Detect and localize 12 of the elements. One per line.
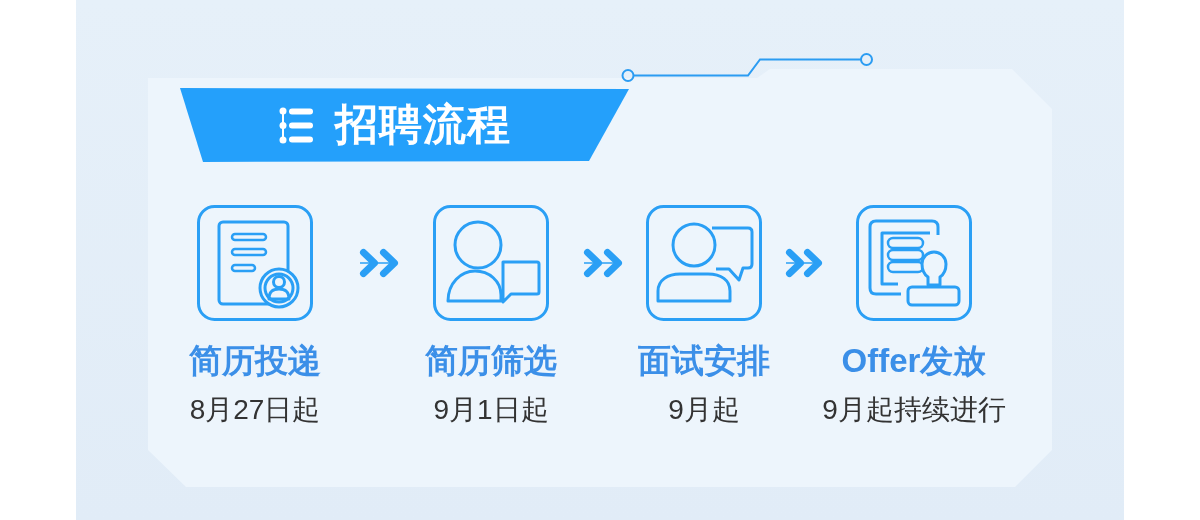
step-date: 8月27日起 bbox=[189, 393, 321, 427]
step-title: 简历筛选 bbox=[425, 341, 557, 381]
double-chevron-arrow bbox=[359, 248, 399, 278]
step-title: 面试安排 bbox=[638, 341, 770, 381]
double-chevron-arrow bbox=[583, 248, 623, 278]
step-date: 9月起 bbox=[668, 393, 740, 427]
step-date: 9月1日起 bbox=[433, 393, 549, 427]
step-date: 9月起持续进行 bbox=[822, 393, 1006, 427]
step-title: 简历投递 bbox=[189, 341, 321, 381]
double-chevron-arrow bbox=[785, 248, 823, 278]
title: 招聘流程 bbox=[335, 101, 511, 149]
step-title: Offer发放 bbox=[841, 341, 987, 381]
